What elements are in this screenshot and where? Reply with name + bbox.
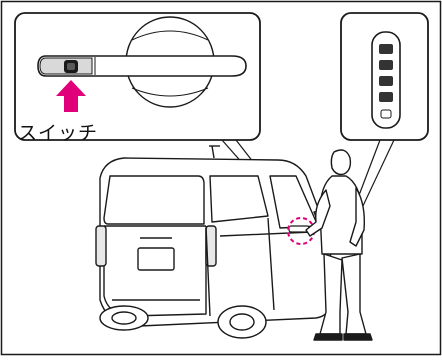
request-switch-icon: [64, 60, 78, 73]
key-fob-icon: [372, 32, 400, 128]
switch-label: スイッチ: [18, 118, 98, 145]
key-fob-callout: [341, 13, 428, 140]
car-icon: [96, 146, 332, 338]
